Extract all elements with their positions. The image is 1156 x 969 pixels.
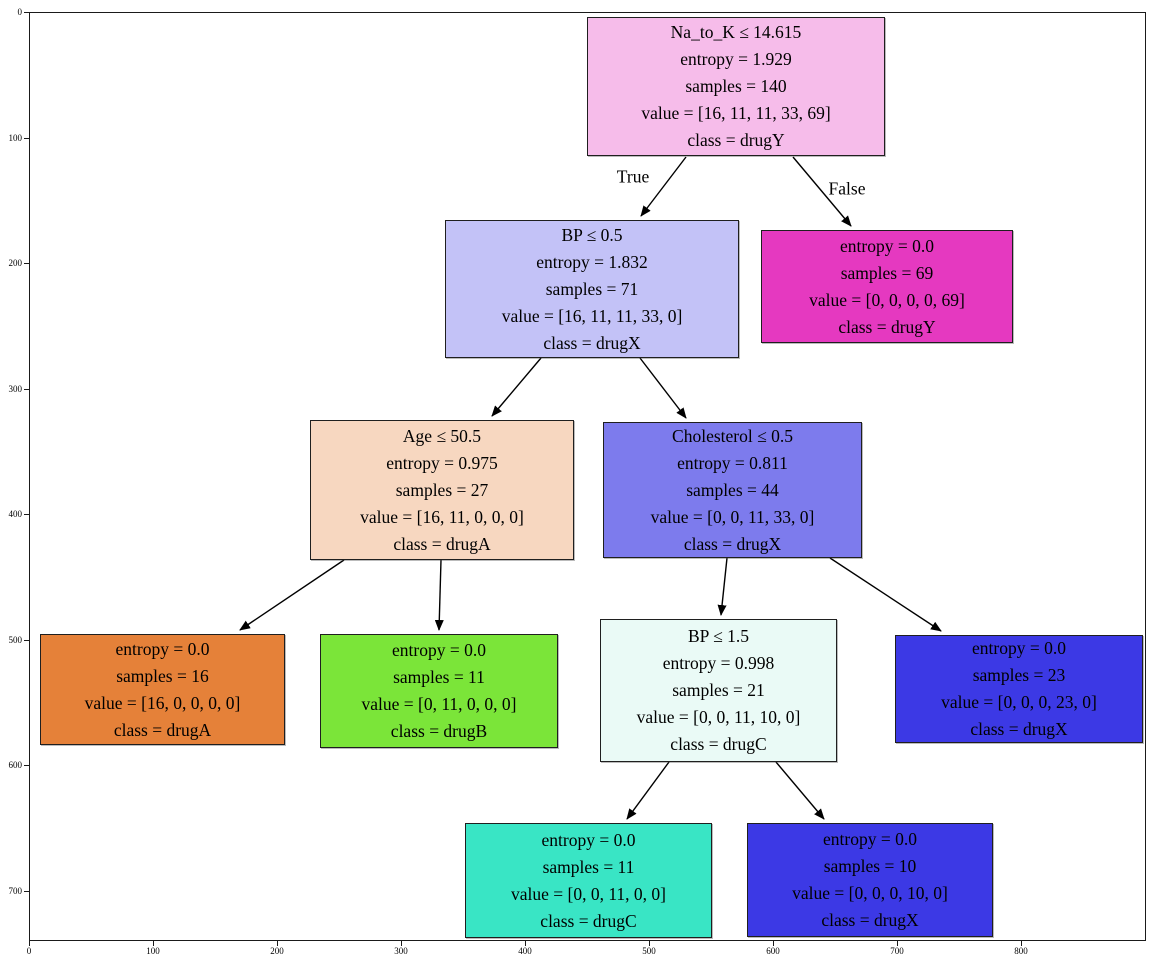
tree-node-bp-0-5: BP ≤ 0.5 entropy = 1.832 samples = 71 va… [445, 220, 739, 358]
tree-node-leaf-drugY-69: entropy = 0.0 samples = 69 value = [0, 0… [761, 230, 1013, 343]
tree-node-age-50-5: Age ≤ 50.5 entropy = 0.975 samples = 27 … [310, 420, 574, 560]
node-text: entropy = 0.0 samples = 10 value = [0, 0… [792, 829, 948, 930]
y-tick-label: 700 [8, 886, 23, 896]
tree-node-root: Na_to_K ≤ 14.615 entropy = 1.929 samples… [587, 17, 885, 156]
edge-label-true: True [616, 166, 650, 187]
node-text: entropy = 0.0 samples = 11 value = [0, 0… [510, 829, 667, 931]
y-tick-label: 0 [17, 7, 23, 17]
y-tick-label: 400 [8, 509, 23, 519]
x-tick-label: 700 [890, 946, 904, 956]
node-text: Cholesterol ≤ 0.5 entropy = 0.811 sample… [650, 425, 815, 554]
x-tick-label: 100 [146, 946, 160, 956]
y-tick-mark [24, 640, 29, 641]
y-tick-mark [24, 389, 29, 390]
x-tick-label: 0 [26, 946, 32, 956]
x-tick-label: 300 [394, 946, 408, 956]
y-tick-mark [24, 891, 29, 892]
tree-node-leaf-drugX-10: entropy = 0.0 samples = 10 value = [0, 0… [747, 823, 993, 937]
x-tick-label: 600 [766, 946, 780, 956]
x-tick-mark [649, 941, 650, 946]
x-tick-mark [1021, 941, 1022, 946]
x-tick-mark [153, 941, 154, 946]
y-tick-label: 600 [8, 760, 23, 770]
y-tick-label: 200 [8, 258, 23, 268]
x-tick-label: 200 [270, 946, 284, 956]
y-tick-mark [24, 263, 29, 264]
x-tick-mark [29, 941, 30, 946]
y-tick-mark [24, 138, 29, 139]
plot-frame [29, 12, 1146, 941]
node-text: entropy = 0.0 samples = 69 value = [0, 0… [809, 235, 965, 337]
node-text: entropy = 0.0 samples = 11 value = [0, 1… [361, 640, 517, 741]
node-text: entropy = 0.0 samples = 23 value = [0, 0… [941, 638, 1097, 739]
x-tick-label: 500 [642, 946, 656, 956]
x-tick-mark [897, 941, 898, 946]
x-tick-mark [773, 941, 774, 946]
tree-node-leaf-drugC-11: entropy = 0.0 samples = 11 value = [0, 0… [465, 823, 712, 938]
y-tick-mark [24, 12, 29, 13]
y-tick-label: 300 [8, 384, 23, 394]
node-text: Na_to_K ≤ 14.615 entropy = 1.929 samples… [641, 22, 831, 150]
x-tick-mark [401, 941, 402, 946]
tree-node-leaf-drugX-23: entropy = 0.0 samples = 23 value = [0, 0… [895, 635, 1143, 743]
node-text: Age ≤ 50.5 entropy = 0.975 samples = 27 … [360, 425, 524, 554]
y-tick-label: 100 [8, 133, 23, 143]
y-tick-mark [24, 514, 29, 515]
node-text: BP ≤ 0.5 entropy = 1.832 samples = 71 va… [501, 224, 683, 353]
x-tick-label: 800 [1014, 946, 1028, 956]
node-text: entropy = 0.0 samples = 16 value = [16, … [84, 638, 241, 740]
x-tick-label: 400 [518, 946, 532, 956]
tree-node-cholesterol-0-5: Cholesterol ≤ 0.5 entropy = 0.811 sample… [603, 422, 862, 558]
tree-node-leaf-drugB-11: entropy = 0.0 samples = 11 value = [0, 1… [320, 634, 558, 748]
y-tick-mark [24, 765, 29, 766]
y-tick-label: 500 [8, 635, 23, 645]
x-tick-mark [277, 941, 278, 946]
x-tick-mark [525, 941, 526, 946]
tree-node-bp-1-5: BP ≤ 1.5 entropy = 0.998 samples = 21 va… [600, 619, 837, 762]
node-text: BP ≤ 1.5 entropy = 0.998 samples = 21 va… [636, 626, 801, 754]
edge-label-false: False [828, 178, 866, 199]
tree-node-leaf-drugA-16: entropy = 0.0 samples = 16 value = [16, … [40, 634, 285, 745]
